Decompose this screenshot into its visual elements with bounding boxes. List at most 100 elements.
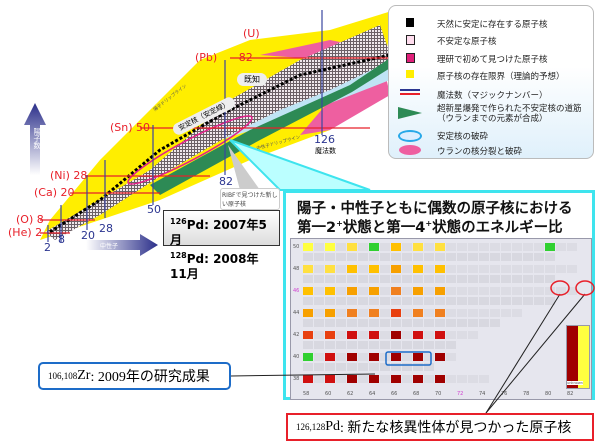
grid-cell-label-row (347, 319, 357, 327)
grid-cell-label-row (545, 275, 555, 283)
proton-axis-label: 陽子数 (33, 128, 41, 149)
grid-cell-label-row (391, 363, 401, 371)
grid-cell-label-row (336, 363, 346, 371)
color-scale (566, 325, 590, 389)
grid-cell (446, 309, 456, 317)
grid-cell (490, 287, 500, 295)
neutron-magic-126: 126 (314, 133, 335, 146)
grid-cell (358, 309, 368, 317)
grid-cell-label-row (413, 253, 423, 261)
grid-cell-label-row (314, 319, 324, 327)
ribf-new-nuclei-ellipse (127, 115, 253, 185)
row-label: 46 (293, 288, 300, 294)
grid-cell (391, 309, 401, 317)
grid-cell (325, 331, 335, 339)
grid-cell-label-row (347, 297, 357, 305)
grid-cell (501, 265, 511, 273)
grid-cell (325, 375, 335, 383)
grid-cell-label-row (380, 297, 390, 305)
element-u: (U) (243, 27, 260, 40)
proton-axis-arrow (24, 103, 46, 175)
grid-cell (314, 309, 324, 317)
grid-cell (369, 331, 379, 339)
grid-cell (468, 309, 478, 317)
col-label: 70 (435, 391, 442, 397)
grid-cell (435, 353, 445, 361)
row-label: 40 (293, 354, 300, 360)
grid-cell (523, 243, 533, 251)
grid-cell-label-row (424, 341, 434, 349)
grid-cell (424, 265, 434, 273)
element-pb: (Pb) 82 (195, 51, 253, 64)
grid-cell-label-row (424, 275, 434, 283)
green-arrow-icon (398, 107, 422, 119)
col-label: 66 (391, 391, 398, 397)
grid-cell-label-row (457, 275, 467, 283)
grid-cell-label-row (402, 275, 412, 283)
grid-cell (314, 243, 324, 251)
grid-cell-label-row (336, 253, 346, 261)
grid-cell (380, 243, 390, 251)
grid-cell (490, 265, 500, 273)
neutron-magic-82: 82 (219, 175, 233, 188)
grid-cell (435, 243, 445, 251)
grid-cell (468, 265, 478, 273)
grid-cell-label-row (545, 297, 555, 305)
grid-cell-label-row (424, 297, 434, 305)
row-label: 48 (293, 266, 300, 272)
panel-title-line2: 第一2+状態と第一4+状態のエネルギー比 (297, 219, 563, 236)
grid-cell-label-row (435, 297, 445, 305)
grid-cell (325, 309, 335, 317)
grid-cell-label-row (303, 275, 313, 283)
neutron-magic-50: 50 (147, 203, 161, 216)
grid-cell-label-row (358, 319, 368, 327)
grid-cell-label-row (336, 319, 346, 327)
grid-cell (479, 287, 489, 295)
col-label: 62 (347, 391, 354, 397)
grid-cell (336, 243, 346, 251)
discovery-pd126: 126Pd: 2007年5月 (170, 217, 267, 247)
grid-cell-label-row (534, 275, 544, 283)
grid-cell (347, 375, 357, 383)
row-label: 44 (293, 310, 300, 316)
grid-cell (402, 243, 412, 251)
grid-cell-label-row (534, 253, 544, 261)
grid-cell-label-row (413, 363, 423, 371)
grid-cell-label-row (435, 341, 445, 349)
grid-cell-label-row (490, 297, 500, 305)
grid-cell-label-row (347, 363, 357, 371)
grid-cell-label-row (347, 275, 357, 283)
grid-cell (446, 243, 456, 251)
grid-cell-label-row (325, 297, 335, 305)
grid-cell (347, 309, 357, 317)
grid-cell-label-row (424, 363, 434, 371)
grid-cell-label-row (303, 363, 313, 371)
element-sn: (Sn) 50 (110, 121, 151, 134)
grid-cell-label-row (501, 253, 511, 261)
grid-cell-label-row (391, 297, 401, 305)
grid-cell-label-row (369, 341, 379, 349)
grid-cell (534, 287, 544, 295)
scale-unknown-label: unknown (567, 381, 583, 385)
grid-cell (556, 287, 566, 295)
grid-cell (435, 265, 445, 273)
grid-cell (358, 243, 368, 251)
grid-cell-label-row (336, 341, 346, 349)
grid-cell (468, 287, 478, 295)
grid-cell (336, 287, 346, 295)
grid-cell-label-row (446, 253, 456, 261)
known-label: 既知 (237, 73, 267, 86)
grid-cell (336, 265, 346, 273)
grid-cell-label-row (336, 297, 346, 305)
grid-cell (303, 309, 313, 317)
grid-cell-label-row (380, 341, 390, 349)
cyan-ellipse-icon (398, 130, 422, 142)
grid-cell-label-row (545, 253, 555, 261)
grid-cell (380, 331, 390, 339)
stability-line (49, 53, 391, 234)
grid-cell (468, 331, 478, 339)
grid-cell (402, 265, 412, 273)
grid-cell (358, 287, 368, 295)
